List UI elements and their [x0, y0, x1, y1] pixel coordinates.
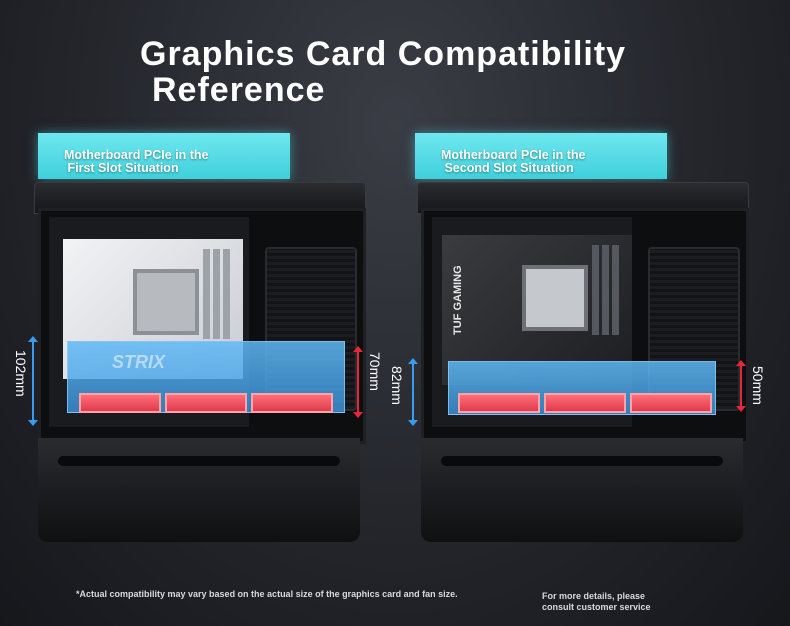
dimension-label-70: 70mm — [367, 352, 383, 391]
height-arrow-red — [353, 346, 363, 418]
dimension-label-82: 82mm — [389, 366, 405, 405]
gpu-fan-pad — [165, 393, 247, 413]
memory-slot — [592, 245, 599, 335]
memory-slot — [602, 245, 609, 335]
cpu-socket — [522, 265, 588, 331]
case-base — [38, 438, 360, 542]
footnote-contact: For more details, please consult custome… — [542, 591, 651, 612]
gpu-fan-pad — [630, 393, 712, 413]
gpu-fan-pad — [251, 393, 333, 413]
height-arrow-red — [736, 360, 746, 412]
dimension-label-102: 102mm — [13, 350, 29, 397]
banner-second-slot: Motherboard PCIe in the Second Slot Situ… — [415, 133, 667, 179]
board-logo-text: STRIX — [112, 352, 166, 372]
case-interior: STRIX — [38, 208, 366, 444]
banner-first-slot: Motherboard PCIe in the First Slot Situa… — [38, 133, 290, 179]
base-vent — [441, 456, 723, 466]
footnote-compatibility: *Actual compatibility may vary based on … — [76, 589, 458, 599]
cpu-socket — [133, 269, 199, 335]
case-interior: TUF GAMING — [421, 208, 749, 444]
case-second-slot: TUF GAMING — [417, 182, 749, 542]
memory-slot — [203, 249, 210, 339]
memory-slot — [612, 245, 619, 335]
clearance-arrow-blue — [408, 358, 418, 426]
banner-second-slot-label: Motherboard PCIe in the Second Slot Situ… — [441, 148, 586, 175]
memory-slot — [213, 249, 220, 339]
base-vent — [58, 456, 340, 466]
memory-slot — [223, 249, 230, 339]
gpu-fan-pad — [458, 393, 540, 413]
motherboard-dark: TUF GAMING — [442, 235, 632, 385]
dimension-label-50: 50mm — [750, 366, 766, 405]
gpu-fan-pad — [544, 393, 626, 413]
banner-first-slot-label: Motherboard PCIe in the First Slot Situa… — [64, 148, 209, 175]
page-title: Graphics Card Compatibility Reference — [140, 36, 626, 108]
title-line-2: Reference — [152, 71, 326, 109]
board-logo-text: TUF GAMING — [452, 265, 464, 335]
clearance-arrow-blue — [28, 336, 38, 426]
title-line-1: Graphics Card Compatibility — [140, 35, 627, 73]
case-first-slot: STRIX — [34, 182, 366, 542]
case-base — [421, 438, 743, 542]
gpu-fan-pad — [79, 393, 161, 413]
